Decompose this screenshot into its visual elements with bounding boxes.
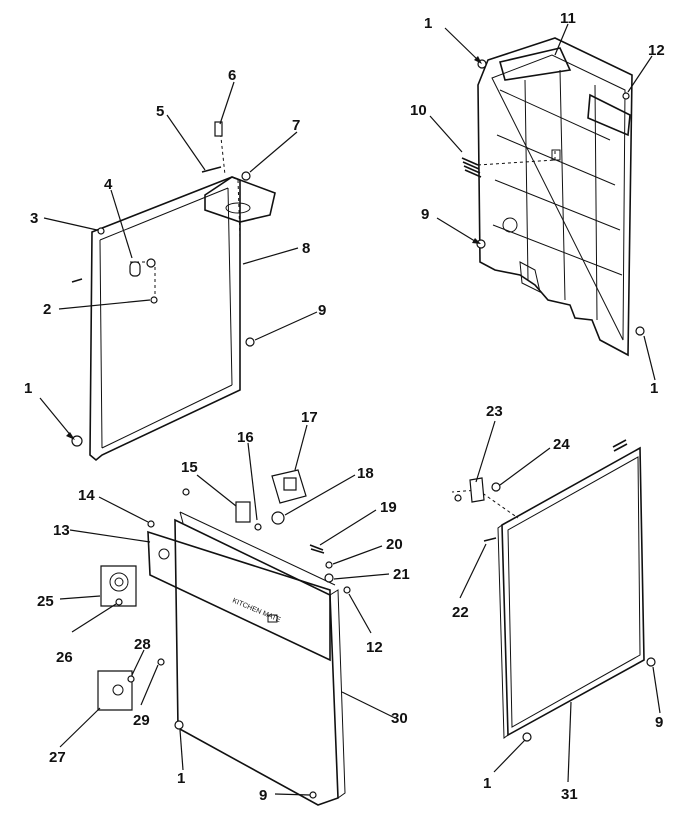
screw-20	[325, 561, 333, 569]
screw-23b	[454, 494, 462, 502]
screw-above-15	[182, 488, 190, 496]
callout-8: 8	[302, 240, 310, 257]
callout-14: 14	[78, 487, 95, 504]
callout-16: 16	[237, 429, 254, 446]
screw-3	[97, 227, 105, 235]
screw-9-door	[309, 791, 317, 799]
screw-1-side	[522, 732, 532, 742]
screw-9-frame	[245, 337, 255, 347]
screw-12-door	[343, 586, 351, 594]
callout-28: 28	[134, 636, 151, 653]
callout-3: 3	[30, 210, 38, 227]
rear-panel-assembly	[477, 37, 633, 357]
bracket-6	[214, 121, 223, 137]
callout-7: 7	[292, 117, 300, 134]
callout-11: 11	[560, 10, 576, 27]
callout-9-frame: 9	[318, 302, 326, 319]
callout-12-door: 12	[366, 639, 383, 656]
callout-5: 5	[156, 103, 164, 120]
screw-14	[147, 520, 155, 528]
clip-4	[129, 261, 141, 277]
callout-22: 22	[452, 604, 469, 621]
callout-1-right: 1	[650, 380, 658, 397]
outer-door-panel: KITCHEN MATE	[147, 511, 346, 806]
callout-13: 13	[53, 522, 70, 539]
screw-4b	[146, 258, 156, 268]
panel-imprint: KITCHEN MATE	[231, 597, 282, 624]
callout-20: 20	[386, 536, 403, 553]
spring-19	[309, 544, 325, 554]
screw-7	[241, 171, 251, 181]
callout-2: 2	[43, 301, 51, 318]
screw-9-side	[646, 657, 656, 667]
knob-18	[271, 511, 285, 525]
callout-19: 19	[380, 499, 397, 516]
screw-26	[115, 598, 123, 606]
screw-22	[483, 537, 497, 542]
callout-12-top: 12	[648, 42, 665, 59]
screw-12-top	[622, 92, 630, 100]
callout-1-door: 1	[177, 770, 185, 787]
bracket-15	[235, 501, 251, 523]
leader-lines	[39, 23, 661, 796]
callout-25: 25	[37, 593, 54, 610]
plate-27	[97, 670, 133, 711]
callout-30: 30	[391, 710, 408, 727]
callout-9-top: 9	[421, 206, 429, 223]
screw-2	[150, 296, 158, 304]
callout-18: 18	[357, 465, 374, 482]
callout-27: 27	[49, 749, 66, 766]
spring-10	[461, 157, 482, 178]
screw-28	[127, 675, 135, 683]
nut-21	[324, 573, 334, 583]
callout-24: 24	[553, 436, 570, 453]
callout-10: 10	[410, 102, 427, 119]
callout-17: 17	[301, 409, 318, 426]
callout-4: 4	[104, 176, 113, 193]
callout-29: 29	[133, 712, 150, 729]
switch-plate-25	[100, 565, 137, 607]
screw-16	[254, 523, 262, 531]
callout-labels: 1 11 12 10 9 1 6 5 7 4 3 8 2 9 1 17 16 1…	[24, 10, 665, 804]
callout-31: 31	[561, 786, 578, 803]
callout-15: 15	[181, 459, 198, 476]
screw-1-door	[174, 720, 184, 730]
callout-23: 23	[486, 403, 503, 420]
callout-1-top: 1	[424, 15, 432, 32]
side-panel-31	[451, 446, 645, 739]
strip-5	[201, 166, 222, 173]
spring-top-31	[612, 439, 628, 452]
screw-2-left	[71, 278, 83, 283]
callout-6: 6	[228, 67, 236, 84]
bracket-23	[469, 477, 485, 503]
callout-9-door: 9	[259, 787, 267, 804]
screw-1-right	[635, 326, 645, 336]
callout-1-frame: 1	[24, 380, 32, 397]
callout-9-side: 9	[655, 714, 663, 731]
nut-24	[491, 482, 501, 492]
screw-29	[157, 658, 165, 666]
callout-1-side: 1	[483, 775, 491, 792]
screw-1-frame	[71, 435, 83, 447]
callout-21: 21	[393, 566, 410, 583]
callout-26: 26	[56, 649, 73, 666]
switch-17	[271, 469, 307, 504]
